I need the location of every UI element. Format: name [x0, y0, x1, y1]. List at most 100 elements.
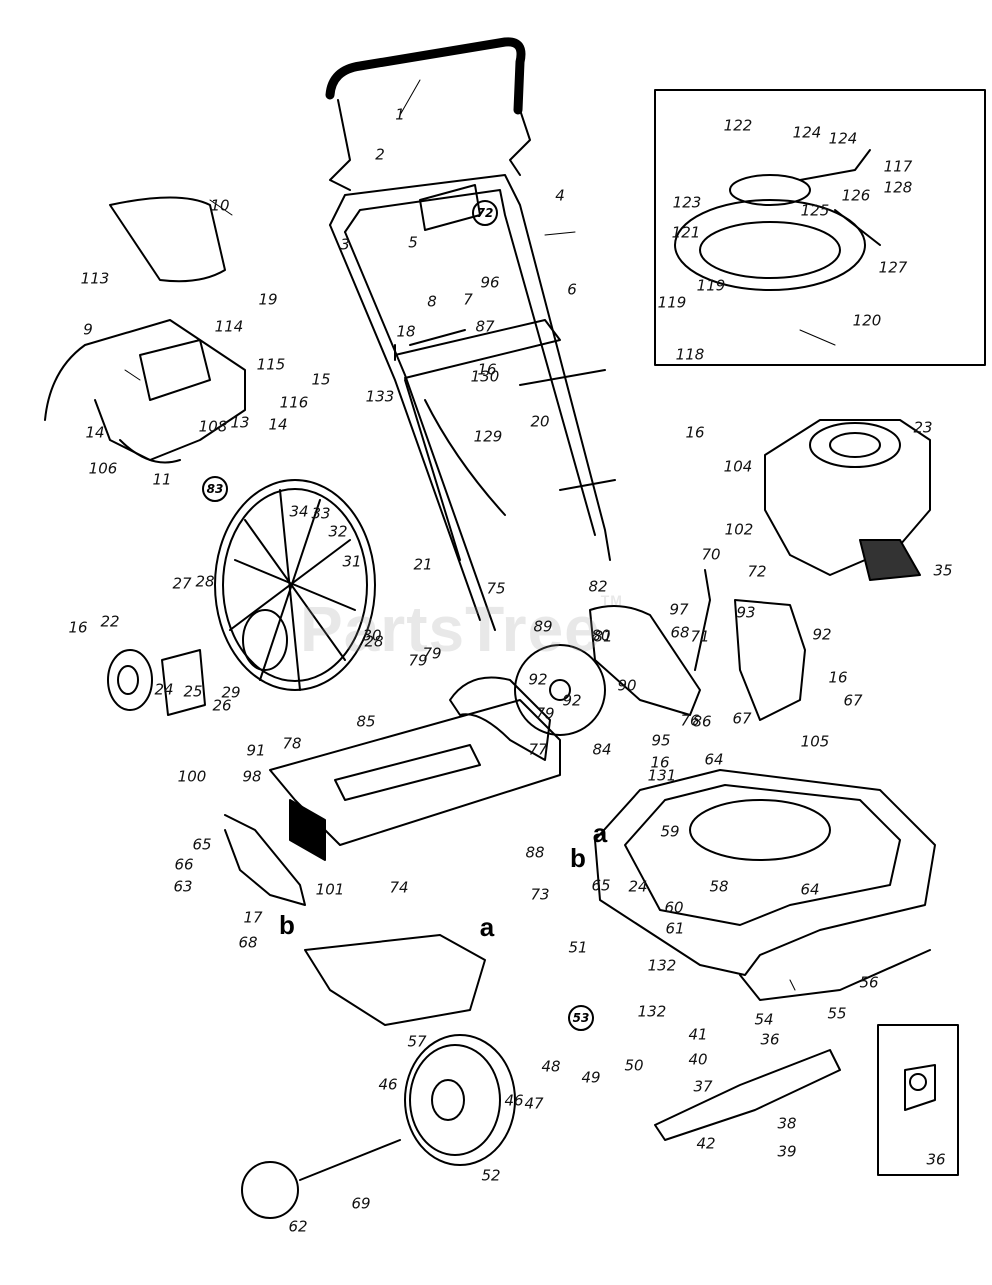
mower-deck-56 [594, 769, 936, 1001]
plate-76 [734, 599, 806, 721]
callout-123: 123 [672, 193, 702, 212]
callout-13: 13 [230, 413, 250, 432]
callout-16: 16 [68, 618, 88, 637]
callout-50: 50 [624, 1056, 644, 1075]
callout-66: 66 [174, 855, 194, 874]
callout-78: 78 [282, 734, 302, 753]
callout-104: 104 [723, 457, 753, 476]
callout-14: 14 [268, 415, 288, 434]
callout-86: 86 [692, 712, 712, 731]
callout-7: 7 [463, 290, 473, 309]
callout-38: 38 [777, 1114, 797, 1133]
callout-81: 81 [593, 627, 613, 646]
callout-6: 6 [567, 280, 577, 299]
callout-98: 98 [242, 767, 262, 786]
bar-19 [519, 369, 616, 491]
callout-119: 119 [696, 276, 726, 295]
callout-115: 115 [256, 355, 286, 374]
callout-74: 74 [389, 878, 409, 897]
callout-85: 85 [356, 712, 376, 731]
callout-130: 130 [470, 367, 500, 386]
callout-3: 3 [340, 235, 350, 254]
callout-100: 100 [177, 767, 207, 786]
callout-64: 64 [704, 750, 724, 769]
front-wheel-52 [241, 1034, 516, 1219]
callout-51: 51 [568, 938, 588, 957]
callout-39: 39 [777, 1142, 797, 1161]
callout-28: 28 [195, 572, 215, 591]
callout-57: 57 [407, 1032, 427, 1051]
callout-41: 41 [688, 1025, 708, 1044]
callout-122: 122 [723, 116, 753, 135]
callout-37: 37 [693, 1077, 713, 1096]
callout-76: 76 [680, 711, 700, 730]
callout-47: 47 [524, 1094, 544, 1113]
callout-48: 48 [541, 1057, 561, 1076]
cable-131 [424, 399, 506, 516]
callout-60: 60 [664, 898, 684, 917]
callout-69: 69 [351, 1194, 371, 1213]
callout-24: 24 [628, 877, 648, 896]
callout-61: 61 [665, 919, 685, 938]
callout-90: 90 [617, 676, 637, 695]
callout-72: 72 [747, 562, 767, 581]
callout-93: 93 [736, 603, 756, 622]
callout-87: 87 [475, 317, 495, 336]
callout-4: 4 [555, 186, 565, 205]
inset-adapter [877, 1024, 959, 1176]
callout-59: 59 [660, 822, 680, 841]
callout-20: 20 [530, 412, 550, 431]
callout-18: 18 [396, 322, 416, 341]
callout-68: 68 [238, 933, 258, 952]
callout-129: 129 [473, 427, 503, 446]
callout-16: 16 [650, 753, 670, 772]
reference-letter-b: b [279, 910, 295, 940]
upper-handle [325, 37, 531, 191]
inset-clutch [654, 89, 986, 366]
callout-52: 52 [481, 1166, 501, 1185]
callout-101: 101 [315, 880, 345, 899]
callout-28: 28 [364, 632, 384, 651]
callout-89: 89 [533, 617, 553, 636]
callout-2: 2 [375, 145, 385, 164]
callout-35: 35 [933, 561, 953, 580]
callout-65: 65 [591, 876, 611, 895]
callout-30: 30 [362, 626, 382, 645]
callout-88: 88 [525, 843, 545, 862]
callout-128: 128 [883, 178, 913, 197]
callout-16: 16 [685, 423, 705, 442]
callout-92: 92 [528, 670, 548, 689]
callout-71: 71 [690, 627, 710, 646]
callout-17: 17 [243, 908, 263, 927]
circled-mark-83: 83 [202, 476, 228, 502]
callout-64: 64 [800, 880, 820, 899]
callout-19: 19 [258, 290, 278, 309]
callout-23: 23 [913, 418, 933, 437]
reference-letter-a: a [592, 818, 608, 848]
reference-letter-a: a [479, 912, 495, 942]
callout-106: 106 [88, 459, 118, 478]
callout-108: 108 [198, 417, 228, 436]
callout-24: 24 [154, 680, 174, 699]
callout-9: 9 [83, 320, 93, 339]
callout-79: 79 [408, 651, 428, 670]
callout-75: 75 [486, 579, 506, 598]
callout-92: 92 [812, 625, 832, 644]
callout-54: 54 [754, 1010, 774, 1029]
callout-62: 62 [288, 1217, 308, 1236]
callout-5: 5 [408, 233, 418, 252]
callout-133: 133 [365, 387, 395, 406]
callout-124: 124 [792, 123, 822, 142]
lever-74 [694, 569, 711, 671]
reference-letter-b: b [570, 843, 586, 873]
callout-49: 49 [581, 1068, 601, 1087]
callout-31: 31 [342, 552, 362, 571]
circled-mark-72: 72 [472, 200, 498, 226]
callout-65: 65 [192, 835, 212, 854]
callout-36: 36 [926, 1150, 946, 1169]
callout-118: 118 [675, 345, 705, 364]
callout-97: 97 [669, 600, 689, 619]
rear-wheel [107, 479, 376, 716]
plate-86 [589, 605, 701, 716]
